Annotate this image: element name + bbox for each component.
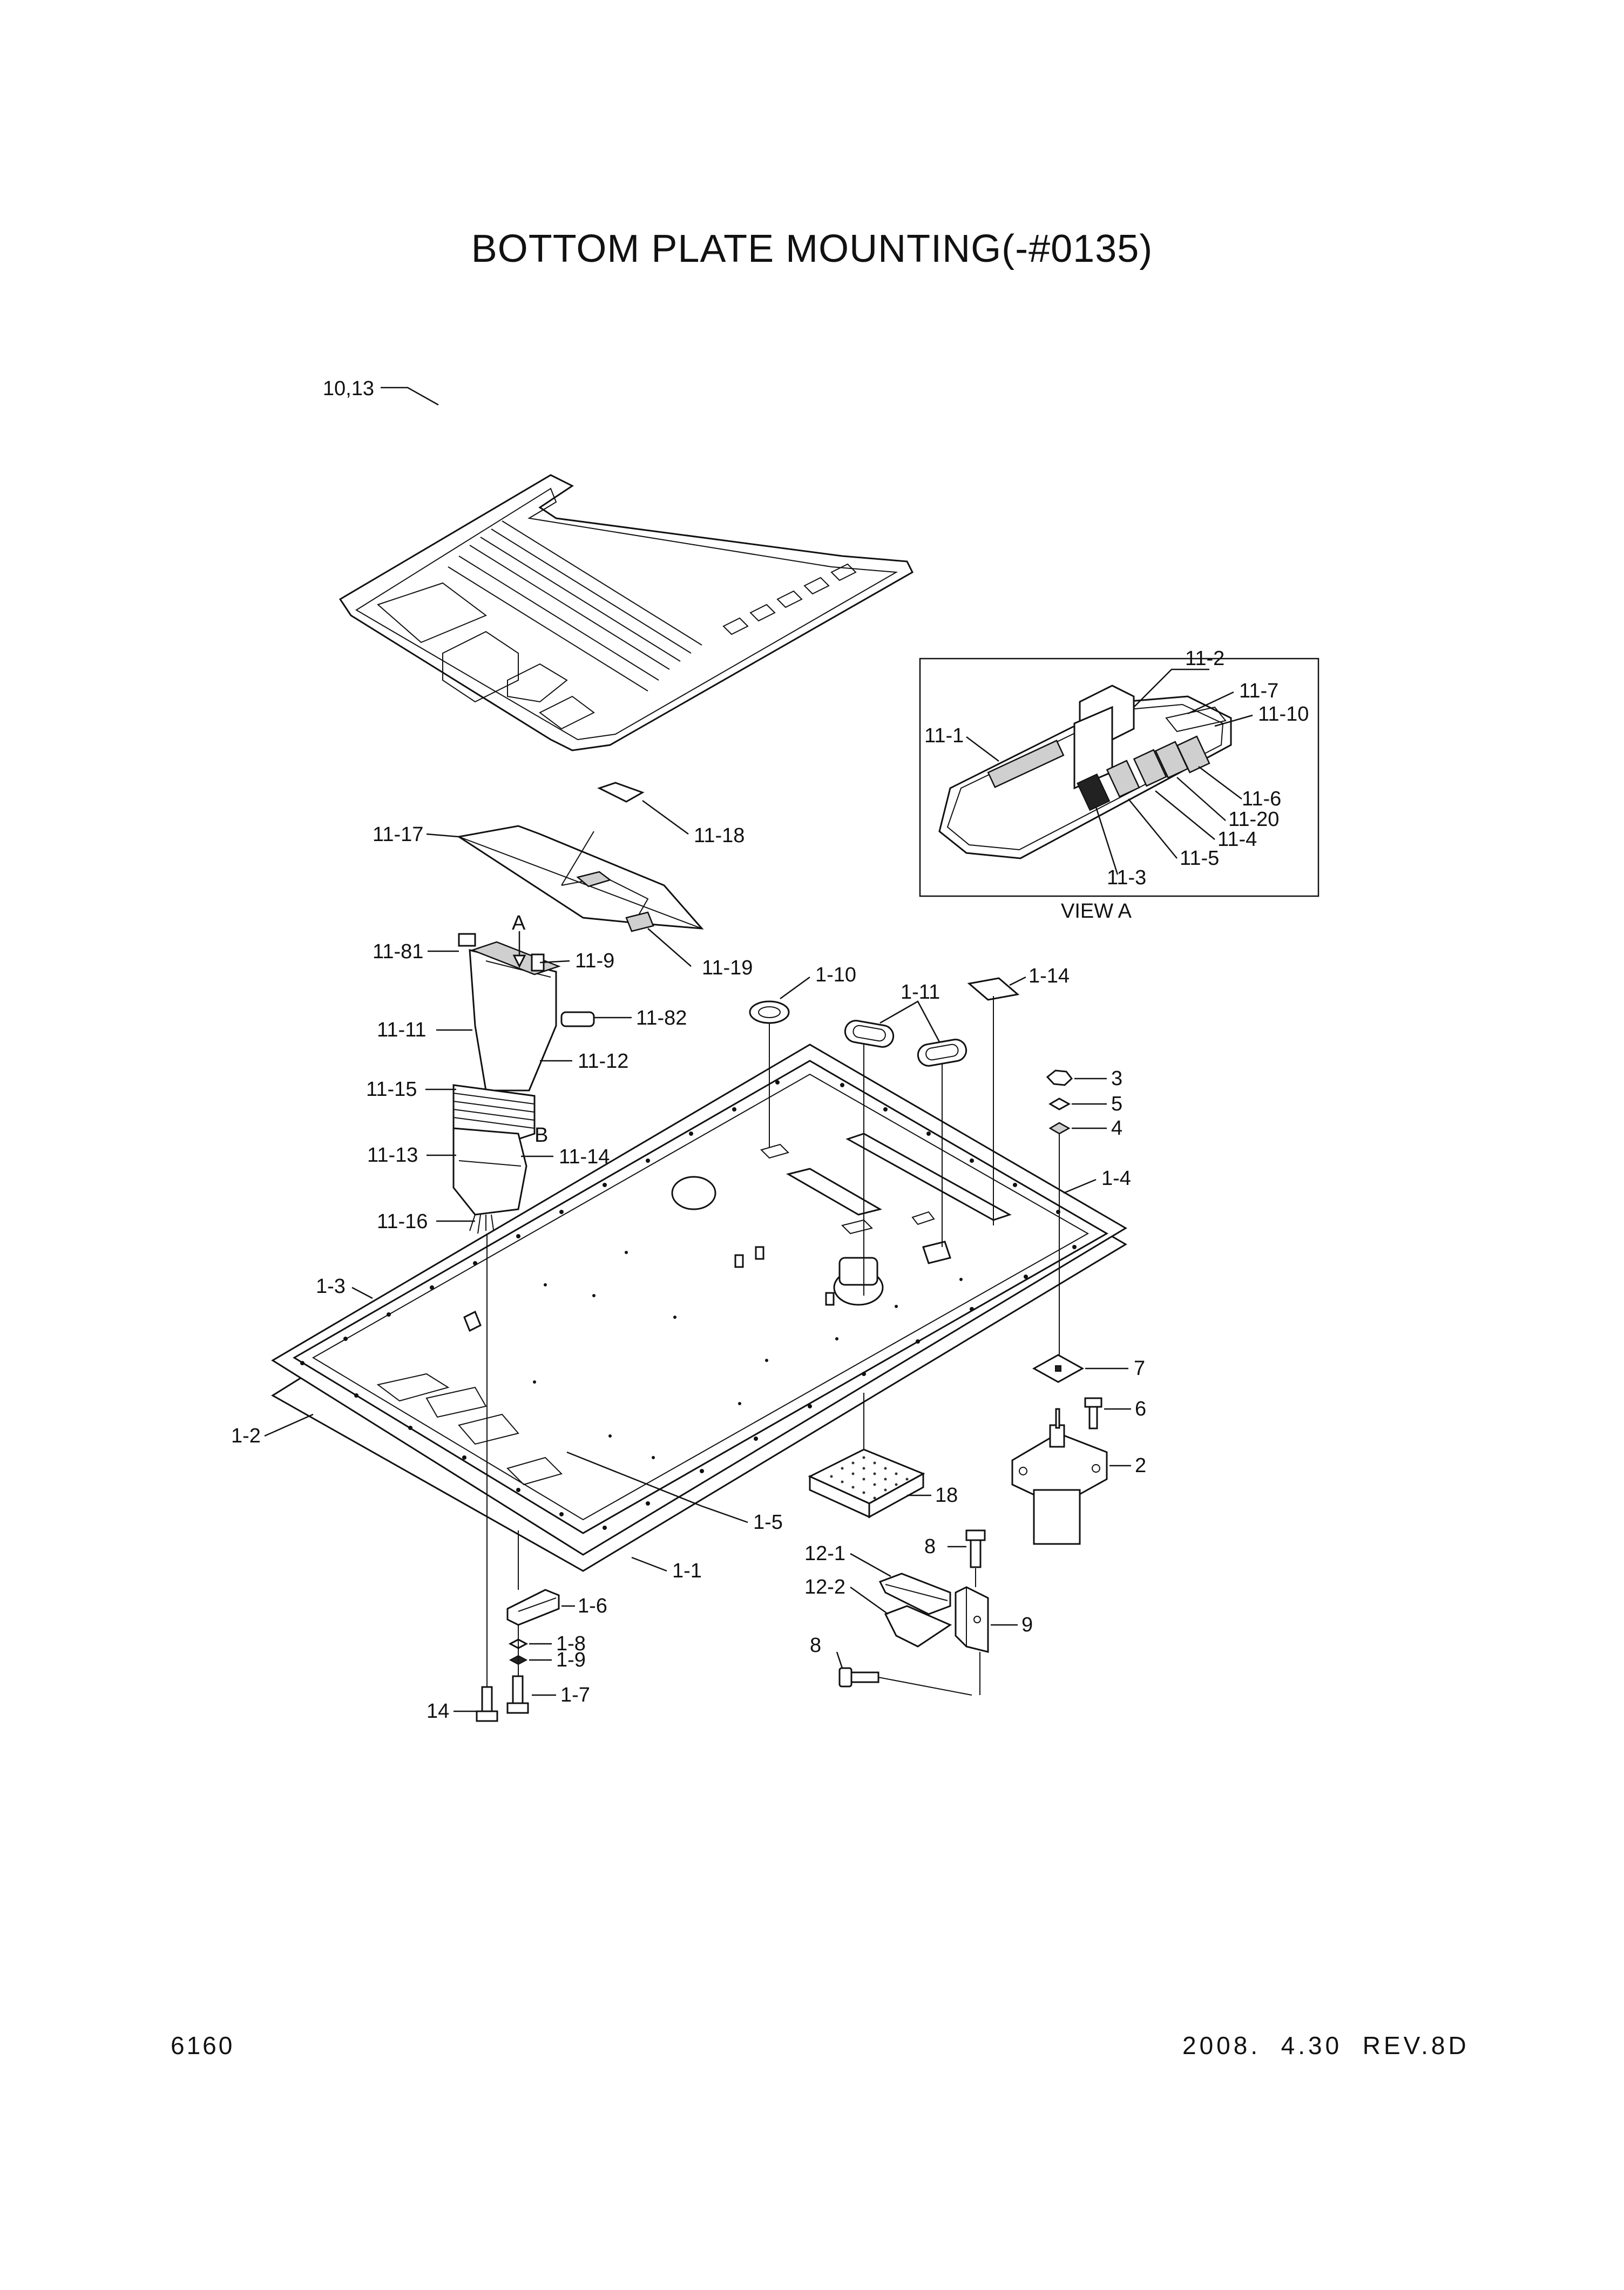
callout-1-14: 1-14 xyxy=(1028,965,1070,987)
callout-11-13: 11-13 xyxy=(367,1144,418,1167)
callout-11-17: 11-17 xyxy=(373,823,423,846)
callout-8-upper: 8 xyxy=(924,1535,936,1558)
washer-4-part xyxy=(1048,1122,1071,1135)
callout-11-7: 11-7 xyxy=(1239,680,1278,702)
arrow-label-a: A xyxy=(512,912,526,934)
callout-10-13: 10,13 xyxy=(323,377,374,400)
pad-18-part xyxy=(808,1448,925,1519)
arrow-label-b: B xyxy=(534,1124,548,1147)
callout-11-82: 11-82 xyxy=(636,1007,687,1029)
callout-8-lower: 8 xyxy=(810,1634,821,1657)
callout-14: 14 xyxy=(427,1700,449,1723)
callout-1-11: 1-11 xyxy=(901,981,940,1004)
callout-1-8: 1-8 xyxy=(556,1632,586,1655)
bracket-1-6-part xyxy=(506,1589,560,1626)
washer-5-part xyxy=(1048,1097,1071,1110)
callout-11-19: 11-19 xyxy=(702,957,753,979)
pad-1-14-part xyxy=(967,977,1020,1001)
bolt-8-upper-part xyxy=(965,1529,986,1568)
callout-11-18: 11-18 xyxy=(694,824,745,847)
callout-11-20: 11-20 xyxy=(1228,808,1279,831)
callout-11-12: 11-12 xyxy=(578,1050,628,1073)
callout-7: 7 xyxy=(1134,1357,1145,1380)
callout-11-2: 11-2 xyxy=(1185,647,1224,670)
callout-1-4: 1-4 xyxy=(1101,1167,1131,1190)
bracket-9-part xyxy=(955,1586,989,1653)
callout-4: 4 xyxy=(1111,1117,1122,1140)
lever-12-2-part xyxy=(884,1605,952,1648)
callout-11-16: 11-16 xyxy=(377,1210,428,1233)
floor-mat-part xyxy=(339,474,914,751)
callout-2: 2 xyxy=(1135,1454,1146,1477)
callout-1-5: 1-5 xyxy=(753,1511,783,1534)
callout-11-4: 11-4 xyxy=(1217,828,1257,851)
callout-11-11: 11-11 xyxy=(377,1019,427,1041)
callout-11-5: 11-5 xyxy=(1180,847,1219,870)
control-column-part xyxy=(452,933,595,1234)
bottom-plate-part xyxy=(271,1044,1127,1572)
callout-11-14: 11-14 xyxy=(559,1146,610,1168)
callout-12-2: 12-2 xyxy=(804,1576,845,1598)
callout-6: 6 xyxy=(1135,1398,1146,1420)
callout-11-15: 11-15 xyxy=(366,1078,417,1101)
lever-12-1-part xyxy=(878,1573,951,1615)
grommet-1-10-part xyxy=(749,1000,790,1024)
callout-1-1: 1-1 xyxy=(672,1560,702,1582)
callout-1-2: 1-2 xyxy=(231,1425,261,1447)
callout-18: 18 xyxy=(935,1484,958,1507)
page-number: 6160 xyxy=(171,2031,235,2059)
callout-11-81: 11-81 xyxy=(373,940,423,963)
callout-1-10: 1-10 xyxy=(815,964,856,986)
grommet-1-11-part xyxy=(844,1020,967,1067)
callout-1-6: 1-6 xyxy=(578,1595,607,1617)
view-a-arrow-icon xyxy=(512,954,526,968)
date-revision: 2008. 4.30 REV.8D xyxy=(1182,2031,1470,2059)
bolt-6-part xyxy=(1084,1397,1102,1429)
callout-11-6: 11-6 xyxy=(1242,788,1281,810)
callout-3: 3 xyxy=(1111,1067,1122,1090)
bolt-14-part xyxy=(476,1686,498,1722)
callout-1-7: 1-7 xyxy=(560,1684,590,1706)
callout-1-3: 1-3 xyxy=(316,1275,346,1298)
view-a-switch-panel xyxy=(938,685,1232,859)
mount-2-part xyxy=(1011,1408,1108,1545)
page-title: BOTTOM PLATE MOUNTING(-#0135) xyxy=(471,227,1153,270)
console-cover-part xyxy=(457,782,704,932)
bolt-8-lower-part xyxy=(838,1667,879,1688)
callout-5: 5 xyxy=(1111,1093,1122,1115)
callout-12-1: 12-1 xyxy=(804,1542,845,1565)
nut-3-part xyxy=(1046,1069,1073,1086)
callout-11-1: 11-1 xyxy=(924,724,964,747)
view-a-label: VIEW A xyxy=(1061,900,1132,923)
plate-7-hole-icon xyxy=(1055,1365,1061,1372)
callout-1-9: 1-9 xyxy=(556,1649,586,1671)
callout-11-3: 11-3 xyxy=(1107,866,1146,889)
view-a-frame xyxy=(919,658,1320,897)
callout-11-9: 11-9 xyxy=(575,950,614,972)
callout-11-10: 11-10 xyxy=(1258,703,1309,726)
bolt-1-7-part xyxy=(506,1675,529,1714)
callout-9: 9 xyxy=(1021,1614,1033,1636)
